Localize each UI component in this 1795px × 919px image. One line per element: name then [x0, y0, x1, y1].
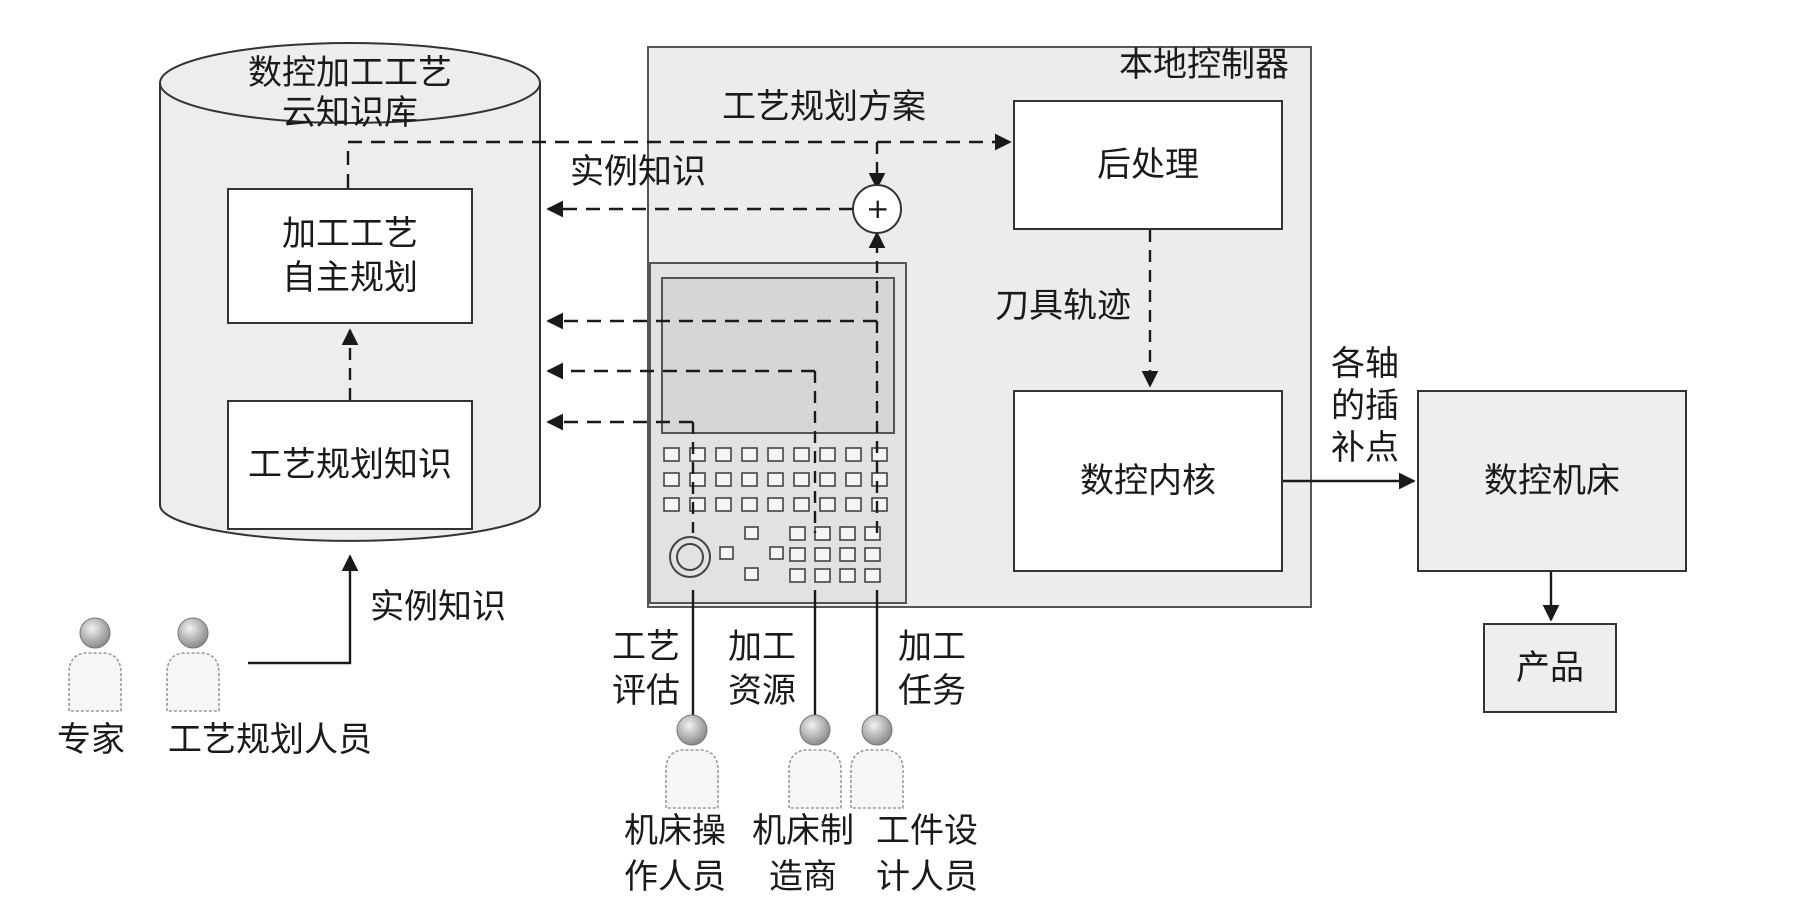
cloud-title: 数控加工工艺 云知识库 [248, 53, 452, 133]
label-process-eval: 工艺 评估 [612, 627, 680, 711]
cnc-control-panel [649, 262, 907, 604]
label-machining-tasks: 加工 任务 [898, 627, 966, 711]
keypad-key [793, 472, 810, 487]
label-interp-points: 各轴 的插 补点 [1331, 344, 1399, 468]
keypad-key [715, 497, 732, 512]
keypad-key [864, 547, 881, 562]
keypad-key [871, 447, 888, 462]
label-machining-resources: 加工 资源 [728, 627, 796, 711]
keypad-key [663, 447, 680, 462]
keypad-key [719, 546, 734, 560]
keypad-key [839, 568, 856, 583]
keypad-key [864, 568, 881, 583]
label-plus: + [866, 192, 890, 225]
keypad-key [819, 472, 836, 487]
keypad-key [767, 447, 784, 462]
keypad-key [819, 497, 836, 512]
person-icon-planner [166, 617, 220, 712]
person-icon-manufacturer [788, 714, 842, 809]
connectors [248, 133, 1560, 715]
keypad-key [839, 526, 856, 541]
keypad-key [789, 526, 806, 541]
keypad-key [767, 497, 784, 512]
keypad-key [741, 447, 758, 462]
person-label-expert: 专家 [57, 720, 125, 760]
keypad-key [789, 568, 806, 583]
keypad-key [744, 526, 759, 540]
keypad-key [793, 497, 810, 512]
keypad-key [741, 472, 758, 487]
arrow-people-instance-knowledge [248, 554, 359, 665]
keypad-key [793, 447, 810, 462]
keypad-key [741, 497, 758, 512]
label-tool-path: 刀具轨迹 [995, 286, 1131, 326]
keypad-key [819, 447, 836, 462]
box-cnc-machine: 数控机床 [1417, 390, 1687, 572]
keypad-key [814, 526, 831, 541]
keypad-key [663, 497, 680, 512]
person-label-operator: 机床操 作人员 [624, 811, 726, 897]
keypad-key [814, 568, 831, 583]
keypad-key [663, 472, 680, 487]
controller-title: 本地控制器 [1119, 45, 1289, 85]
box-planning-knowledge: 工艺规划知识 [227, 400, 473, 530]
keypad-key [871, 497, 888, 512]
keypad-key [744, 567, 759, 581]
keypad-key [715, 472, 732, 487]
box-post-processing: 后处理 [1013, 100, 1283, 230]
keypad-key [845, 497, 862, 512]
keypad-key [814, 547, 831, 562]
summation-node [852, 184, 902, 234]
label-instance-knowledge-bottom: 实例知识 [370, 587, 506, 627]
person-label-planner: 工艺规划人员 [168, 720, 372, 760]
arrow-plan-to-post [346, 133, 1012, 188]
person-icon-expert [68, 617, 122, 712]
person-icon-operator [665, 714, 719, 809]
person-icon-designer [850, 714, 904, 809]
person-label-designer: 工件设 计人员 [876, 811, 978, 897]
box-product: 产品 [1483, 623, 1617, 713]
label-process-plan: 工艺规划方案 [722, 87, 926, 127]
keypad-key [767, 472, 784, 487]
person-label-manufacturer: 机床制 造商 [752, 811, 854, 897]
keypad-key [789, 547, 806, 562]
keypad-key [839, 547, 856, 562]
keypad-key [769, 546, 784, 560]
keypad-key [715, 447, 732, 462]
keypad-key [871, 472, 888, 487]
box-cnc-kernel: 数控内核 [1013, 390, 1283, 572]
label-instance-knowledge-top: 实例知识 [570, 152, 706, 192]
keypad-key [845, 447, 862, 462]
box-autonomous-planning: 加工工艺 自主规划 [227, 188, 473, 324]
keypad-key [845, 472, 862, 487]
